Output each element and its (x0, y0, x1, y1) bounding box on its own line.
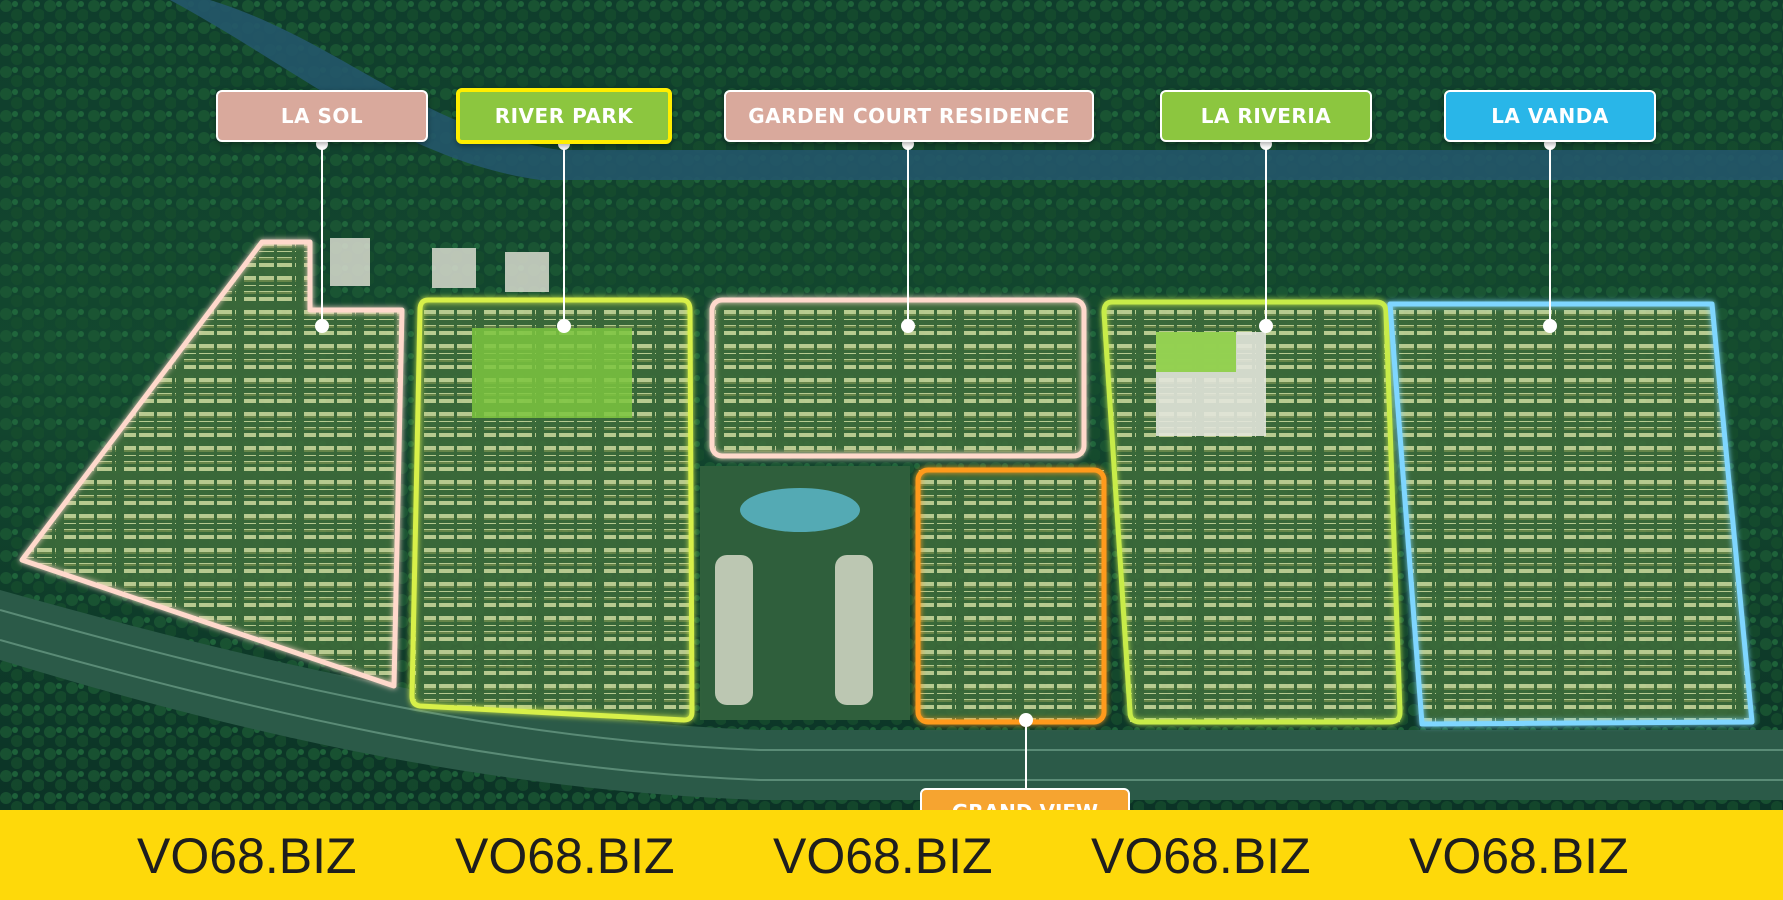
watermark-text: VO68.BIZ (1409, 828, 1629, 884)
watermark-text: VO68.BIZ (455, 828, 675, 884)
watermark-text: VO68.BIZ (137, 828, 357, 884)
la-riveria-marker (1259, 319, 1273, 333)
lake (740, 488, 860, 532)
garden-court-boundary (709, 297, 1087, 459)
river-park-boundary (409, 297, 695, 723)
tower-building (330, 238, 370, 286)
river-park-marker (557, 319, 571, 333)
grand-view-boundary (915, 467, 1107, 725)
garden-court-marker (901, 319, 915, 333)
green-roof-building (472, 328, 632, 418)
zone-label-la-vanda[interactable]: LA VANDA (1444, 90, 1656, 142)
watermark-text: VO68.BIZ (773, 828, 993, 884)
la-vanda-boundary (1387, 301, 1755, 727)
tower-building (715, 555, 753, 705)
highway (0, 590, 1783, 800)
zone-label-la-sol[interactable]: LA SOL (216, 90, 428, 142)
grand-view-marker (1019, 713, 1033, 727)
river (170, 0, 1783, 180)
tower-building (432, 248, 476, 288)
watermark-banner: VO68.BIZ VO68.BIZ VO68.BIZ VO68.BIZ VO68… (0, 810, 1783, 900)
la-riveria-boundary (1101, 299, 1403, 725)
la-sol-marker (315, 319, 329, 333)
la-sol-boundary (19, 239, 405, 689)
la-vanda-marker (1543, 319, 1557, 333)
zone-label-la-riveria[interactable]: LA RIVERIA (1160, 90, 1372, 142)
zone-label-river-park[interactable]: RIVER PARK (456, 88, 672, 144)
tower-building (835, 555, 873, 705)
aerial-site-map: LA SOL RIVER PARK GARDEN COURT RESIDENCE… (0, 0, 1783, 810)
zone-label-garden-court-residence[interactable]: GARDEN COURT RESIDENCE (724, 90, 1094, 142)
watermark-text: VO68.BIZ (1091, 828, 1311, 884)
tower-building (505, 252, 549, 292)
